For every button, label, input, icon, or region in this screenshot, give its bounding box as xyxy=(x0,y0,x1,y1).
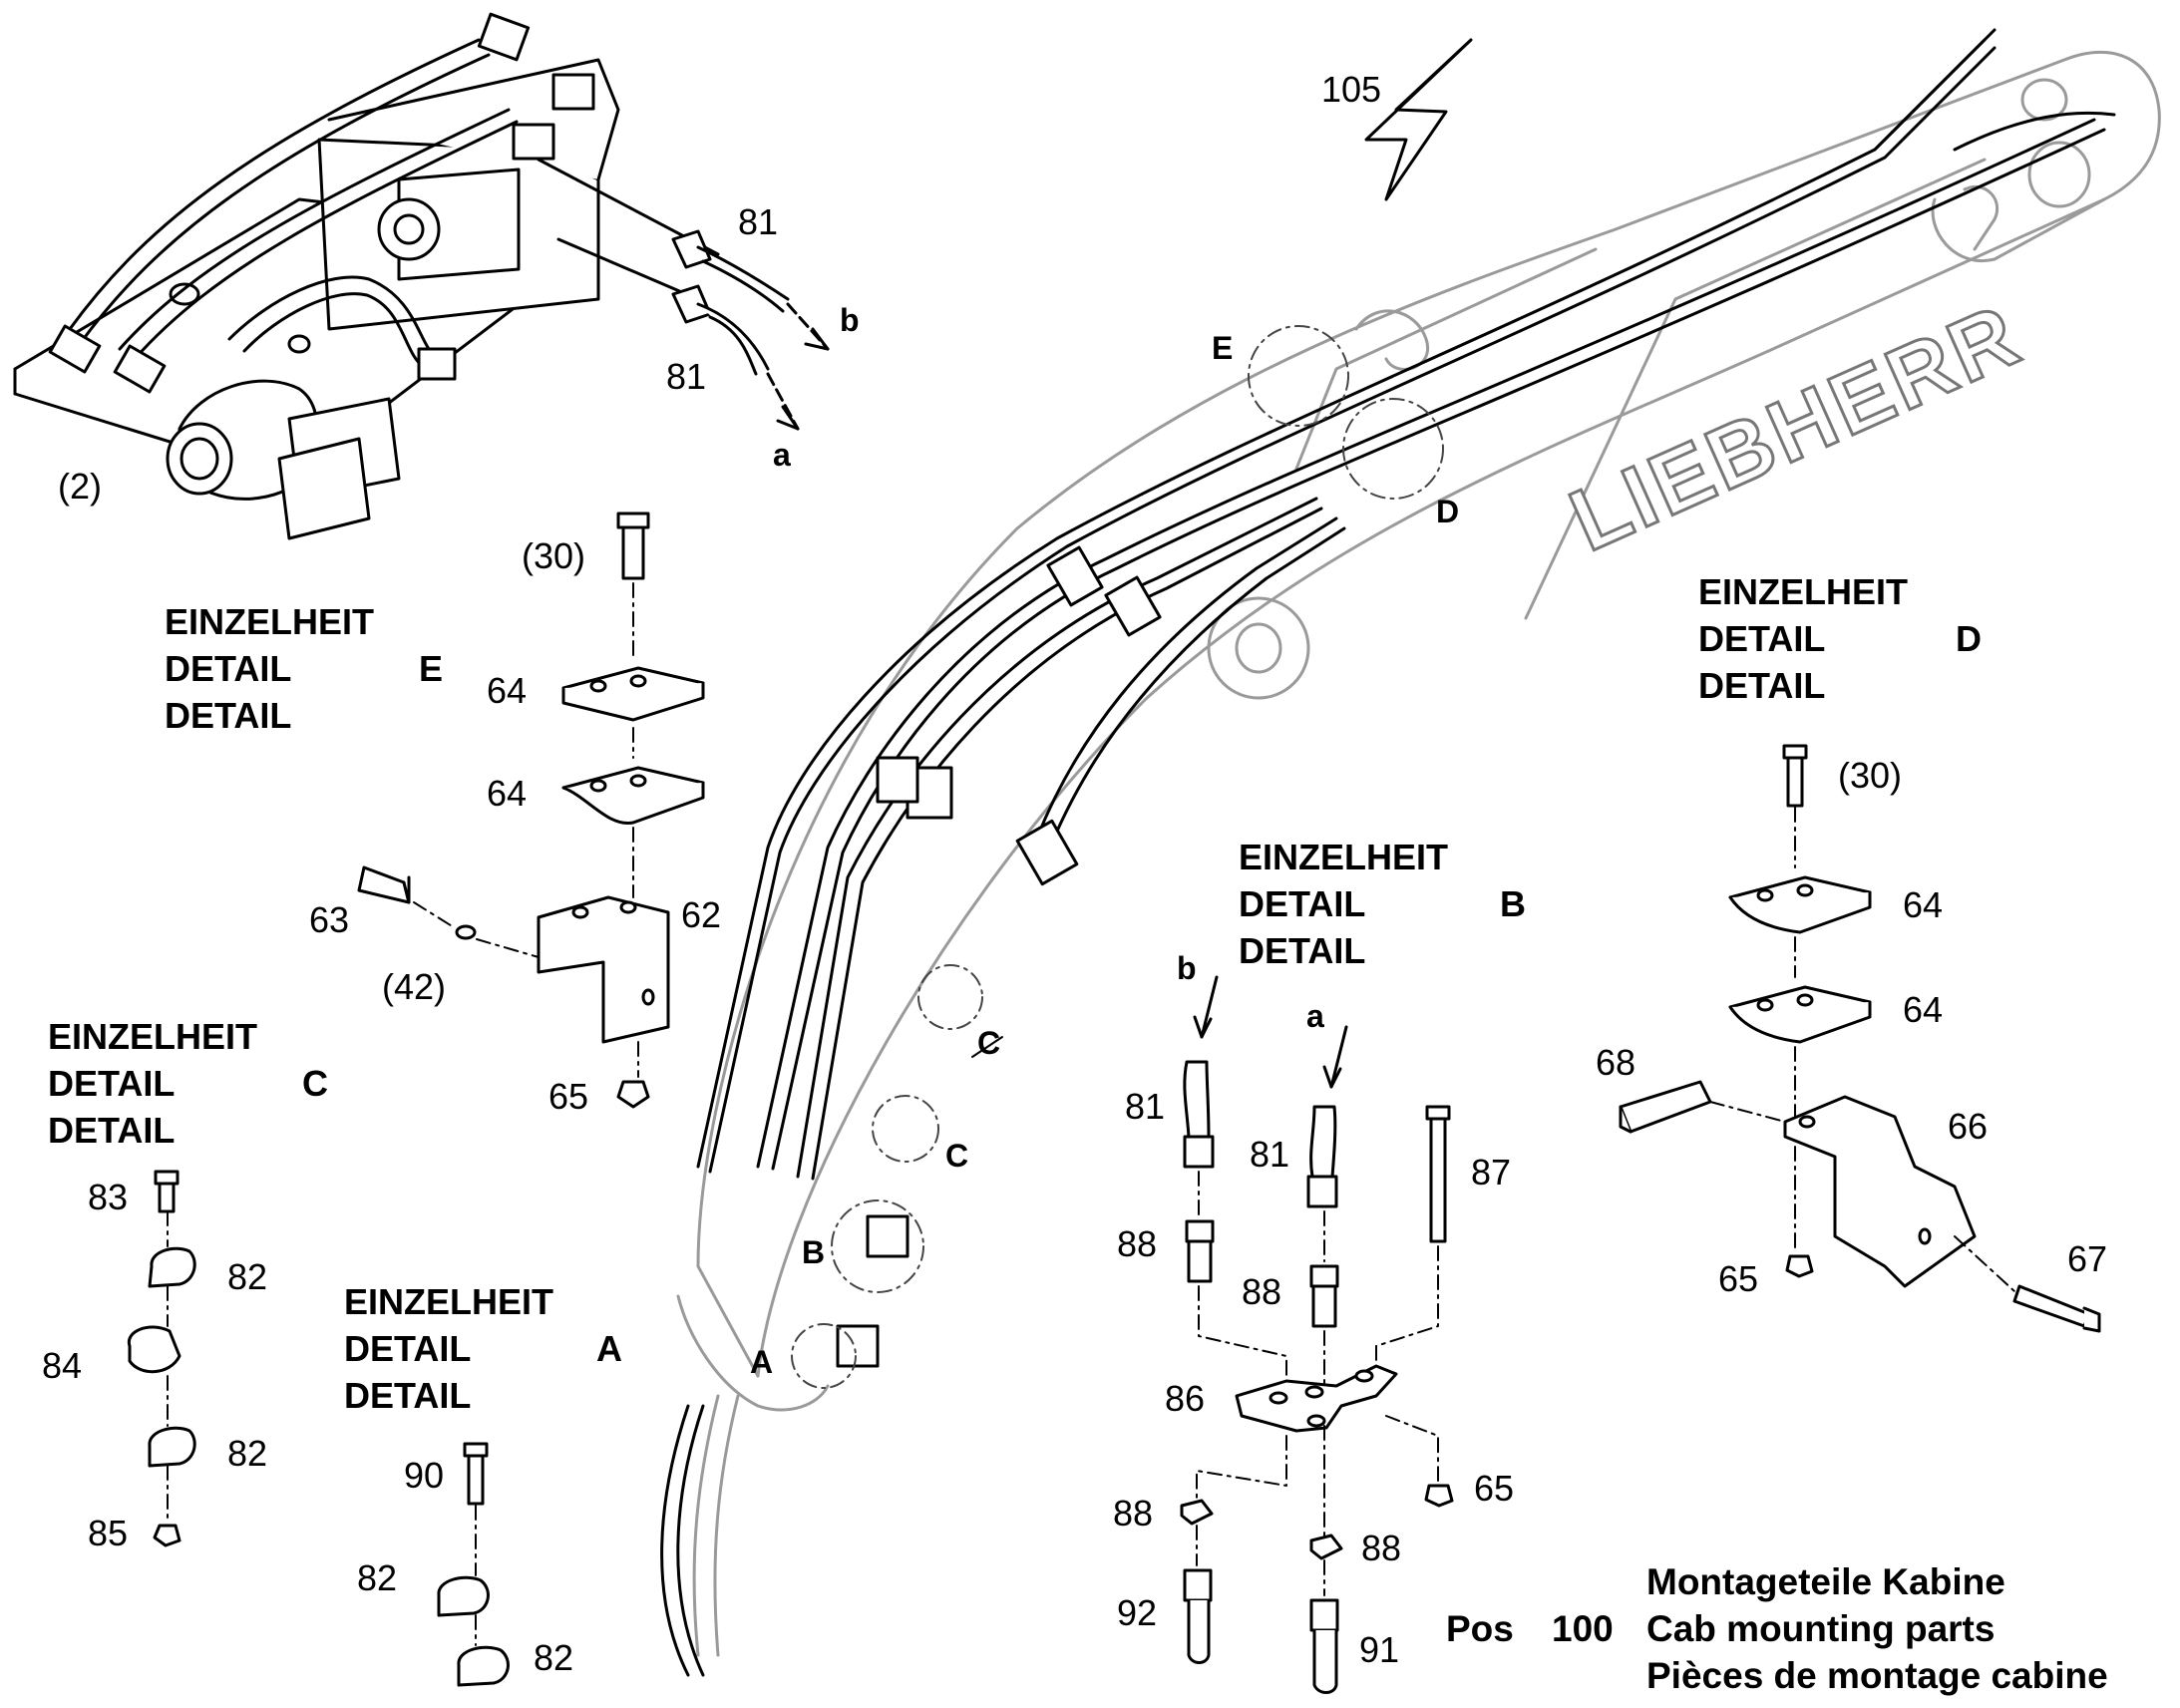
flow-label-b: b xyxy=(1177,950,1197,986)
callout-88: 88 xyxy=(1117,1223,1158,1264)
callout-62: 62 xyxy=(681,894,722,935)
detail-marker-b: B xyxy=(802,1234,826,1270)
detail-d-parts xyxy=(1619,744,2101,1333)
valve-hoses xyxy=(68,38,720,369)
callout-82: 82 xyxy=(534,1637,574,1678)
callout-81: 81 xyxy=(1125,1086,1166,1127)
detail-marker-d: D xyxy=(1436,494,1460,529)
callout-65: 65 xyxy=(1718,1258,1759,1299)
callout-68: 68 xyxy=(1596,1042,1636,1083)
callout-85: 85 xyxy=(88,1513,129,1553)
detail-b-parts xyxy=(1180,1060,1454,1694)
electrical-symbol-icon xyxy=(1364,38,1473,201)
callout-30: (30) xyxy=(522,535,586,576)
callout-64: 64 xyxy=(487,670,528,711)
pos-number: 100 xyxy=(1552,1608,1614,1649)
symbol-number: 105 xyxy=(1321,69,1382,110)
callout-64: 64 xyxy=(1903,884,1944,925)
leader-lines xyxy=(971,1036,1003,1058)
detail-marker-e: E xyxy=(1212,330,1234,366)
detail-marker-a: A xyxy=(750,1344,774,1380)
callout-83: 83 xyxy=(88,1177,129,1217)
callout-88: 88 xyxy=(1361,1528,1402,1568)
flow-label-a: a xyxy=(1306,998,1324,1034)
detail-e-dash xyxy=(413,582,639,1078)
callout-82: 82 xyxy=(357,1557,398,1598)
callout-82: 82 xyxy=(227,1256,268,1297)
callout-84: 84 xyxy=(42,1345,83,1386)
detail-d-dash xyxy=(1709,807,2015,1292)
callout-92: 92 xyxy=(1117,1592,1158,1633)
boom-hoses xyxy=(660,28,2116,1677)
boom-outline xyxy=(676,50,2161,1657)
title-german: Montageteile Kabine xyxy=(1646,1561,2005,1602)
detail-b-arrows xyxy=(1193,975,1348,1089)
valve-fittings xyxy=(48,12,595,394)
callout-86: 86 xyxy=(1165,1378,1206,1419)
callout-82: 82 xyxy=(227,1433,268,1474)
callout-87: 87 xyxy=(1471,1152,1512,1193)
callout-81: 81 xyxy=(738,201,779,242)
hose-81-pair xyxy=(671,229,790,376)
flow-label-b: b xyxy=(840,302,860,338)
detail-marker-c: C xyxy=(945,1138,969,1174)
detail-c-parts xyxy=(127,1170,196,1547)
callout-90: 90 xyxy=(404,1455,445,1496)
callout-91: 91 xyxy=(1359,1629,1400,1670)
callout-42: (42) xyxy=(382,966,447,1007)
flow-arrows-top xyxy=(766,302,830,431)
title-english: Cab mounting parts xyxy=(1646,1608,1996,1649)
callout-63: 63 xyxy=(309,899,350,940)
callout-88: 88 xyxy=(1242,1271,1282,1312)
callout-65: 65 xyxy=(1474,1468,1515,1509)
detail-circles xyxy=(791,325,1444,1389)
callout-64: 64 xyxy=(1903,989,1944,1030)
callout-81: 81 xyxy=(666,356,707,397)
detail-b-dash xyxy=(1196,1171,1439,1596)
callout-67: 67 xyxy=(2067,1238,2108,1279)
assembly-ref: (2) xyxy=(58,466,102,507)
detail-a-parts xyxy=(437,1442,510,1687)
detail-e-parts xyxy=(357,512,705,1109)
callout-88: 88 xyxy=(1113,1493,1154,1534)
callout-81: 81 xyxy=(1250,1134,1290,1175)
callout-64: 64 xyxy=(487,773,528,814)
pos-label: Pos xyxy=(1446,1608,1514,1649)
flow-label-a: a xyxy=(773,437,791,473)
detail-marker-c: C xyxy=(977,1025,1001,1061)
title-french: Pièces de montage cabine xyxy=(1646,1655,2108,1696)
callout-65: 65 xyxy=(548,1076,589,1117)
boom-clamps xyxy=(836,545,1162,1368)
callout-30: (30) xyxy=(1838,755,1903,796)
callout-66: 66 xyxy=(1948,1106,1989,1147)
